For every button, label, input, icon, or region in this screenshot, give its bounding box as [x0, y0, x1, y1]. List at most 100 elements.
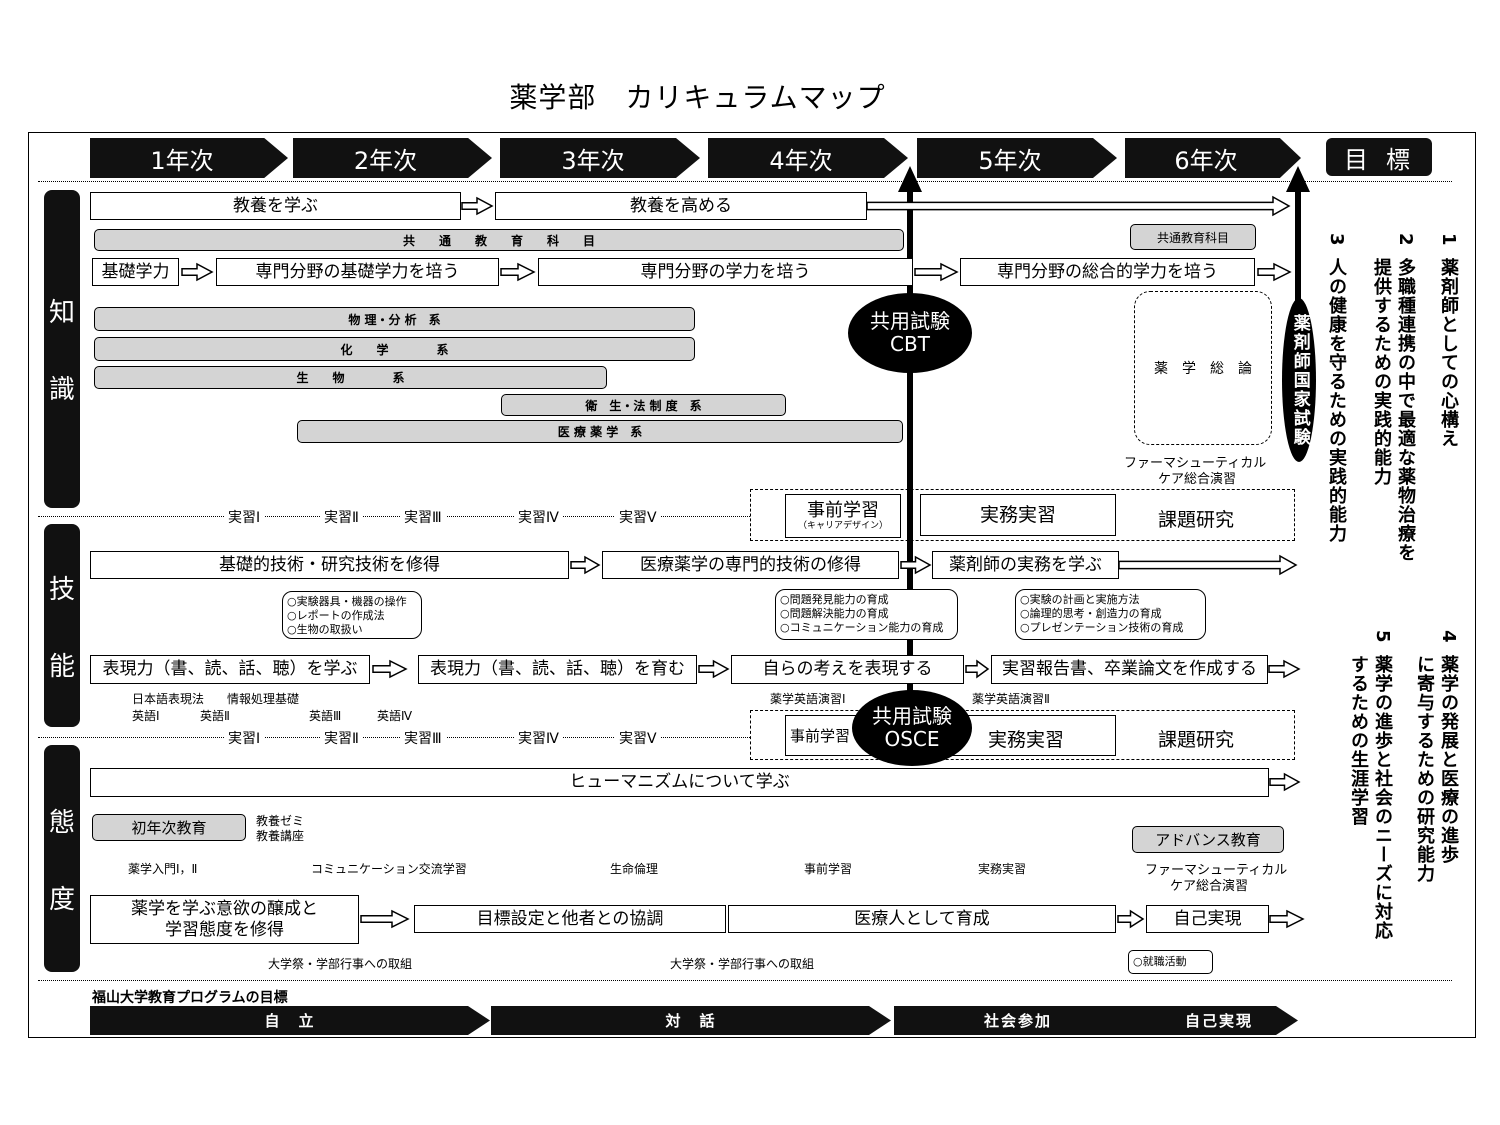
- pre-training-label: 事前学習: [807, 499, 879, 521]
- research: 課題研究: [1158, 729, 1235, 751]
- arrow-icon: [500, 262, 536, 282]
- arrow-shape: [1268, 659, 1301, 679]
- spec-total: 専門分野の総合的学力を培う: [960, 258, 1255, 286]
- advanced-education: アドバンス教育: [1132, 826, 1284, 853]
- pharma-care-2: ケア総合演習: [1158, 472, 1237, 487]
- year-6: 6年次: [1125, 138, 1301, 178]
- arrow-shape: [965, 659, 990, 679]
- arrow-icon: [900, 555, 932, 575]
- arrow-icon: [181, 262, 214, 282]
- program-label: 福山大学教育プログラムの目標: [92, 990, 288, 1006]
- practical-training: 実務実習: [988, 729, 1065, 751]
- arrow-shape: [500, 262, 536, 282]
- practicum-1: 実習Ⅰ: [224, 728, 265, 748]
- goal-1: 1: [1436, 233, 1460, 247]
- section-char: 態: [48, 807, 75, 838]
- practicum-5: 実習Ⅴ: [615, 728, 661, 748]
- goal-3-number: 3: [1326, 233, 1347, 247]
- stage-dialogue: 対 話: [491, 1006, 891, 1035]
- practicum-5: 実習Ⅴ: [615, 507, 661, 527]
- liberal-raise: 教養を高める: [495, 192, 867, 220]
- stage-independence: 自 立: [90, 1006, 490, 1035]
- pre-training: 事前学習（キャリアデザイン）: [785, 494, 901, 538]
- goal-line: 多職種連携の中で最適な薬物治療を: [1395, 258, 1416, 562]
- exam-timeline: [907, 190, 913, 710]
- note-line: ○実験器具・機器の操作: [287, 595, 407, 608]
- goal-1-text: 薬剤師としての心構え: [1438, 258, 1459, 448]
- goal-line: するための生涯学習: [1348, 655, 1369, 826]
- arrowhead-icon: [898, 166, 922, 192]
- page-title: 薬学部 カリキュラムマップ: [509, 81, 886, 114]
- section-char: 度: [48, 884, 75, 915]
- festival-1: 大学祭・学部行事への取組: [268, 957, 413, 971]
- expression-learn: 表現力（書、読、話、聴）を学ぶ: [90, 655, 370, 684]
- goal-4-number: 4: [1438, 630, 1459, 644]
- goal-4: 薬学の発展と医療の進歩に寄与するための研究能力: [1412, 655, 1460, 883]
- section-knowledge: 知識: [44, 190, 80, 508]
- pharmacy-general: 薬 学 総 論: [1134, 291, 1272, 445]
- arrow-shape: [181, 262, 214, 282]
- course-english-3: 英語Ⅲ: [309, 709, 342, 723]
- pharma-care-2: ケア総合演習: [1170, 879, 1249, 894]
- humanism: ヒューマニズムについて学ぶ: [90, 768, 1269, 797]
- course-pre-training: 事前学習: [804, 862, 853, 876]
- cbt-label: 共用試験: [870, 309, 950, 333]
- arrow-shape: [1269, 772, 1301, 792]
- practicum-3: 実習Ⅲ: [400, 507, 446, 527]
- map-frame: [28, 132, 1476, 1038]
- note-line: ○問題解決能力の育成: [780, 607, 889, 620]
- motivation-line: 薬学を学ぶ意欲の醸成と: [131, 899, 318, 920]
- arrow-shape: [570, 555, 601, 575]
- course-info: 情報処理基礎: [227, 692, 300, 706]
- course-japanese: 日本語表現法: [132, 692, 205, 706]
- practicum-2: 実習Ⅱ: [320, 728, 363, 748]
- note-line: ○問題発見能力の育成: [780, 593, 889, 606]
- arrow-shape: [1257, 262, 1292, 282]
- field-hygiene-law: 衛 生・法 制 度 系: [501, 394, 786, 416]
- course-practice: 実務実習: [978, 862, 1027, 876]
- liberal-lecture: 教養講座: [256, 829, 305, 843]
- festival-2: 大学祭・学部行事への取組: [670, 957, 815, 971]
- arrow-icon: [914, 262, 959, 282]
- course-bioethics: 生命倫理: [610, 862, 659, 876]
- research: 課題研究: [1158, 509, 1235, 531]
- arrow-icon: [1269, 772, 1301, 792]
- note-line: ○レポートの作成法: [287, 609, 385, 622]
- field-physics-analysis: 物 理・分 析 系: [94, 307, 695, 331]
- liberal-learn: 教養を学ぶ: [90, 192, 461, 220]
- practicum-line: [38, 737, 750, 738]
- practicum-3: 実習Ⅲ: [400, 728, 446, 748]
- osce-label: 共用試験: [872, 704, 952, 728]
- goal-line: 提供するための実践的能力: [1371, 258, 1392, 486]
- arrow-shape: [866, 195, 1291, 217]
- arrow-icon: [1118, 554, 1298, 576]
- job-hunting: ○就職活動: [1128, 950, 1213, 974]
- course-english-4: 英語Ⅳ: [377, 709, 413, 723]
- arrow-shape: [360, 909, 410, 929]
- section-attitude: 態度: [44, 745, 80, 972]
- goal-2: 多職種連携の中で最適な薬物治療を提供するための実践的能力: [1369, 258, 1417, 562]
- practicum-4: 実習Ⅳ: [514, 507, 563, 527]
- arrow-icon: [965, 659, 990, 679]
- course-intro: 薬学入門Ⅰ，Ⅱ: [128, 862, 198, 876]
- year-4: 4年次: [708, 138, 908, 178]
- arrow-icon: [698, 659, 730, 679]
- cbt-label: CBT: [890, 332, 930, 356]
- arrow-shape: [461, 196, 494, 216]
- spec: 専門分野の学力を培う: [538, 258, 913, 286]
- year-3: 3年次: [500, 138, 700, 178]
- goal-3-text: 人の健康を守るための実践的能力: [1326, 258, 1347, 543]
- goal-header: 目標: [1326, 138, 1432, 176]
- goal-line: に寄与するための研究能力: [1414, 655, 1435, 883]
- spec-basic: 専門分野の基礎学力を培う: [216, 258, 499, 286]
- skill-note-2: ○問題発見能力の育成○問題解決能力の育成○コミュニケーション能力の育成: [775, 589, 958, 640]
- goal-line: 薬学の進歩と社会のニーズに対応: [1372, 655, 1393, 940]
- arrowhead-icon: [1286, 166, 1310, 192]
- common-education-bar: 共 通 教 育 科 目: [94, 229, 904, 251]
- clinical-block: [750, 489, 1295, 541]
- arrow-icon: [570, 555, 601, 575]
- practicum-1: 実習Ⅰ: [224, 507, 265, 527]
